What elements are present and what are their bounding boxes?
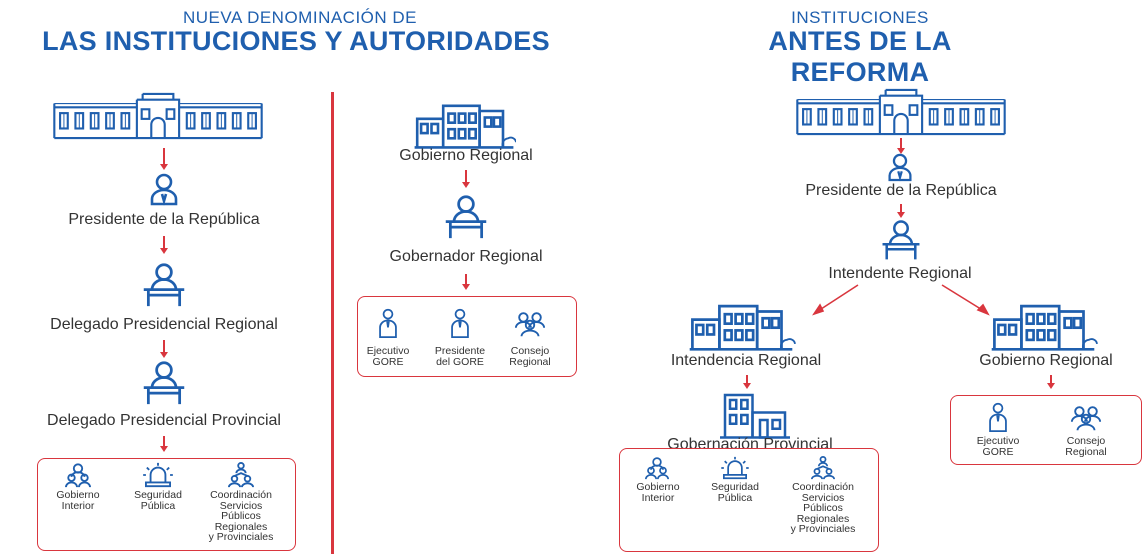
old-header-small: INSTITUCIONES xyxy=(791,8,929,27)
arrow-down xyxy=(160,148,168,170)
network-icon xyxy=(810,456,836,480)
group-icon xyxy=(644,456,670,480)
label-gobierno-regional: Gobierno Regional xyxy=(399,147,533,164)
old-gore-box xyxy=(950,395,1142,465)
functions-box xyxy=(37,458,296,551)
label-intendente: Intendente Regional xyxy=(828,265,972,282)
arrow-down xyxy=(897,138,905,154)
label-delegado-provincial: Delegado Presidencial Provincial xyxy=(47,412,281,429)
old-functions-box xyxy=(619,448,879,552)
label-intendencia: Intendencia Regional xyxy=(670,352,822,369)
new-header-title: LAS INSTITUCIONES Y AUTORIDADES xyxy=(42,26,550,56)
arrow-down xyxy=(897,204,905,218)
arrow-down xyxy=(160,436,168,452)
label-old-presidente: Presidente de la República xyxy=(805,182,997,199)
executive-icon xyxy=(988,402,1008,432)
label-old-gobierno-regional: Gobierno Regional xyxy=(979,352,1113,369)
arrow-down xyxy=(743,375,751,389)
alarm-icon xyxy=(720,456,750,480)
arrow-down xyxy=(160,236,168,254)
arrow-down xyxy=(160,340,168,358)
label-gobernador-regional: Gobernador Regional xyxy=(389,248,543,265)
new-header-small: NUEVA DENOMINACIÓN DE xyxy=(182,8,418,27)
arrow-down xyxy=(462,274,470,290)
arrow-down xyxy=(462,170,470,188)
old-header-title: ANTES DE LA REFORMA xyxy=(768,26,952,87)
label-presidente: Presidente de la República xyxy=(68,211,260,228)
label-delegado-regional: Delegado Presidencial Regional xyxy=(50,316,278,333)
arrow-down xyxy=(1047,375,1055,389)
building-icon xyxy=(686,298,796,352)
building-icon xyxy=(988,298,1098,352)
vertical-divider xyxy=(331,92,334,554)
council-icon xyxy=(1070,404,1102,432)
building-small-icon xyxy=(717,390,793,440)
